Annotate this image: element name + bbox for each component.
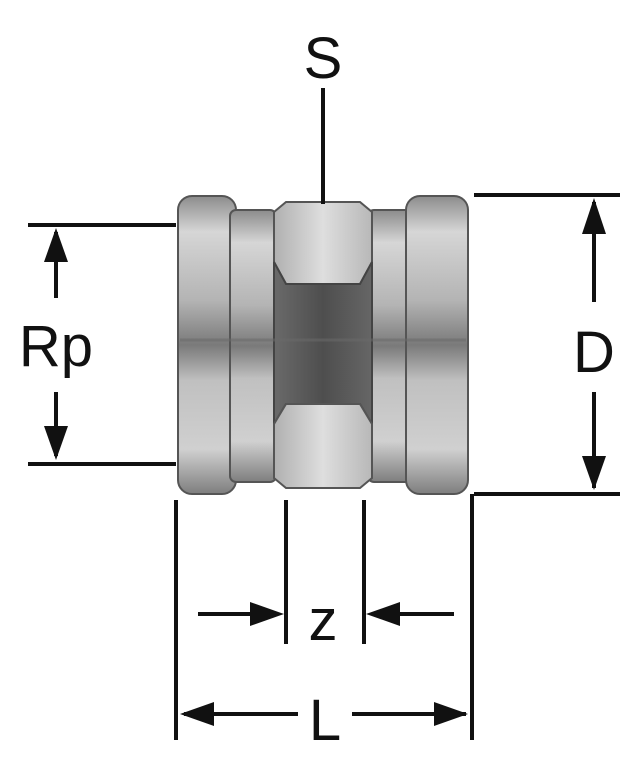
rp-label: Rp <box>19 314 93 379</box>
d-arrow-down <box>582 456 606 490</box>
dimension-l: L <box>174 494 474 753</box>
l-arrow-left <box>180 702 214 726</box>
left-neck <box>229 209 277 483</box>
rp-arrow-down <box>44 426 68 460</box>
left-collar <box>177 195 237 495</box>
d-arrow-up <box>582 198 606 234</box>
hex-middle-face <box>273 261 373 428</box>
l-label: L <box>309 688 341 753</box>
s-label: S <box>304 26 343 91</box>
rp-arrow-up <box>44 228 68 262</box>
l-arrow-right <box>434 702 468 726</box>
z-label: z <box>309 588 338 653</box>
fitting-body <box>177 195 469 495</box>
right-collar <box>405 195 469 495</box>
dimension-d: D <box>474 193 620 496</box>
d-label: D <box>573 320 615 385</box>
dimension-s: S <box>304 26 343 204</box>
dimension-rp: Rp <box>19 223 176 466</box>
hex-lower-face <box>273 403 373 489</box>
z-arrow-left <box>366 602 400 626</box>
z-arrow-right <box>250 602 284 626</box>
dimension-z: z <box>198 500 454 653</box>
hex-upper-face <box>273 201 373 285</box>
